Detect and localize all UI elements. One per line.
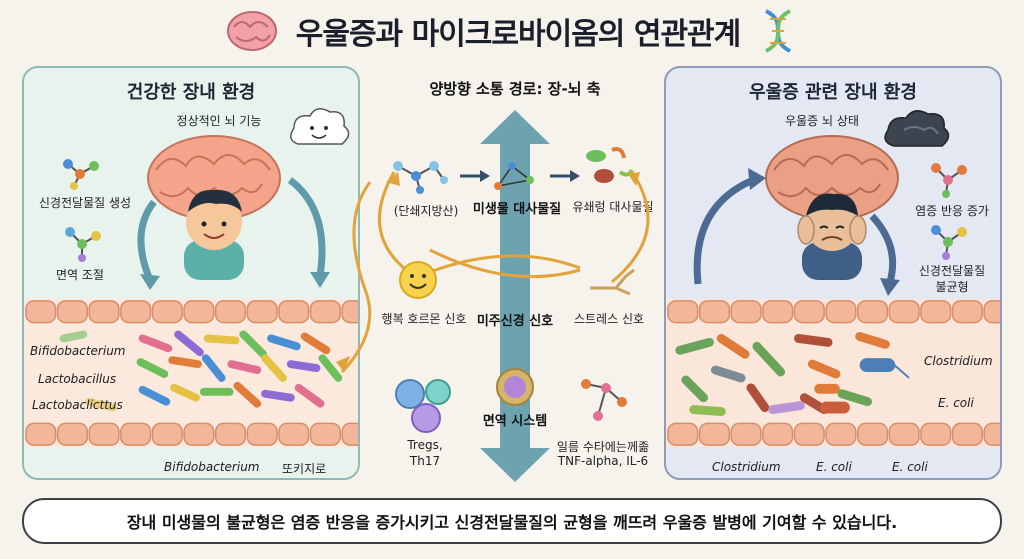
happy-face-icon xyxy=(399,261,437,299)
left-gut-to-center-arrow xyxy=(336,181,372,374)
immune-cells-icon xyxy=(395,379,451,433)
bacteria-label-3: Lactobaclicttus xyxy=(32,398,123,412)
bottom-label-1: Clostridium xyxy=(712,460,781,474)
healthy-gut-illustration xyxy=(24,298,358,448)
bacteria-label-1: Bifidobacterium xyxy=(30,344,126,358)
gut-to-brain-arrow-left xyxy=(693,168,766,285)
inflammation-label-2: TNF-alpha, IL-6 xyxy=(557,454,649,468)
imbalance-molecule-icon xyxy=(931,225,967,260)
nerve-branch-icon xyxy=(590,268,635,296)
normal-brain-label: 정상적인 뇌 기능 xyxy=(176,114,262,128)
brain-to-gut-arrow-left xyxy=(137,199,160,290)
healthy-gut-heading: 건강한 장내 환경 xyxy=(126,82,256,103)
gut-brain-axis-column: 양방향 소통 경로: 장-뇌 축 (단쇄지방산) 미생물 대사물질 유쇄렁 대사… xyxy=(370,66,660,482)
bacteria-label-2: Lactobacillus xyxy=(38,372,117,386)
clostridium-label: Clostridium xyxy=(924,354,993,368)
th17-label: Th17 xyxy=(409,454,441,468)
metabolite-arrow xyxy=(460,170,490,182)
metabolites-label: 미생물 대사물질 xyxy=(472,202,562,217)
immune-regulation-label: 면역 조절 xyxy=(56,268,104,282)
page-title: 우울증과 마이크로바이옴의 연관관계 xyxy=(295,17,741,52)
dna-icon xyxy=(765,9,792,53)
healthy-gut-panel: 건강한 장내 환경 정상적인 뇌 기능 신경전달물질 생성 면역 조절 xyxy=(22,66,360,480)
brain-to-gut-arrow-right xyxy=(287,177,330,288)
harmful-arrow xyxy=(550,170,580,182)
brain-icon xyxy=(226,11,277,51)
title-row: 우울증과 마이크로바이옴의 연관관계 xyxy=(0,6,1024,56)
bidirectional-axis-arrow xyxy=(480,110,550,482)
immune-cell-badge-icon xyxy=(496,368,534,406)
bottom-species-label: Bifidobacterium xyxy=(164,460,260,474)
dark-cloud-icon xyxy=(884,110,950,147)
dysbiotic-gut-illustration xyxy=(666,298,1000,448)
healthy-person-illustration xyxy=(147,135,281,280)
imbalance-label-2: 불균형 xyxy=(935,280,969,294)
happy-cloud-icon xyxy=(290,108,350,145)
stress-signal-label: 스트레스 신호 xyxy=(573,312,645,326)
conclusion-box: 장내 미생물의 불균형은 염증 반응을 증가시키고 신경전달물질의 균형을 깨뜨… xyxy=(22,498,1002,544)
immune-system-label: 면역 시스템 xyxy=(482,414,548,429)
depression-gut-heading: 우울증 관련 장내 환경 xyxy=(749,82,917,103)
scfa-molecule-icon xyxy=(393,161,448,194)
tregs-label: Tregs, xyxy=(407,438,443,452)
bottom-label-3: E. coli xyxy=(892,460,928,474)
depressed-person-illustration xyxy=(765,135,899,280)
brain-to-gut-arrow-right xyxy=(869,213,900,296)
depressed-brain-label: 우울증 뇌 상태 xyxy=(785,114,859,128)
inflammation-label-1: 일름 수타에는께졺 xyxy=(556,440,650,454)
cytokine-molecule-icon xyxy=(581,379,627,421)
bottom-label-2: E. coli xyxy=(816,460,852,474)
neurotransmitter-label: 신경전달물질 생성 xyxy=(38,196,132,210)
immune-molecule-icon xyxy=(65,227,101,262)
neurotransmitter-molecule-icon xyxy=(63,159,99,190)
ecoli-label: E. coli xyxy=(938,396,974,410)
harmful-microbe-icon xyxy=(586,147,634,183)
harmful-metabolites-label: 유쇄렁 대사물질 xyxy=(572,200,654,214)
axis-heading: 양방향 소통 경로: 장-뇌 축 xyxy=(429,80,601,98)
happy-hormone-label: 행복 호르몬 신호 xyxy=(381,312,467,326)
bottom-extra-label: 또키지로 xyxy=(282,462,327,476)
inflammation-increase-label: 염증 반응 증가 xyxy=(915,204,989,218)
metabolite-network-icon xyxy=(494,162,534,190)
vagus-nerve-label: 미주신경 신호 xyxy=(476,314,554,329)
depression-gut-panel: 우울증 관련 장내 환경 우울증 뇌 상태 염증 반응 증가 신경전달물질 불균… xyxy=(664,66,1002,480)
imbalance-label-1: 신경전달물질 xyxy=(918,264,986,278)
inflammation-molecule-icon xyxy=(931,163,967,198)
scfa-label: (단쇄지방산) xyxy=(393,204,459,218)
